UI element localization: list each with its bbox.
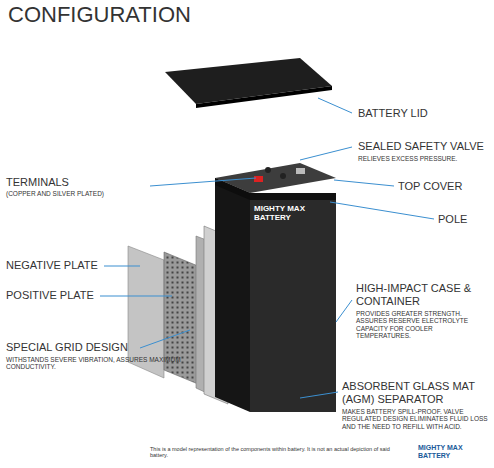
part-name: HIGH-IMPACT CASE & CONTAINER	[356, 282, 492, 307]
part-name: SPECIAL GRID DESIGN	[6, 341, 140, 354]
part-note: (COPPER AND SILVER PLATED)	[6, 190, 150, 197]
leader-line	[150, 178, 256, 186]
part-name: SEALED SAFETY VALVE	[358, 140, 492, 153]
leader-line	[140, 330, 190, 348]
safety-valve	[280, 173, 286, 179]
footnote: This is a model representation of the co…	[150, 446, 400, 459]
part-name: BATTERY LID	[358, 107, 490, 120]
lid-edge	[196, 86, 332, 108]
part-name: ABSORBENT GLASS MAT (AGM) SEPARATOR	[342, 380, 490, 405]
leader-line	[334, 180, 394, 186]
leader-line	[100, 296, 172, 297]
leader-line	[300, 147, 352, 160]
top-cover-edge	[215, 178, 250, 200]
positive-plate	[164, 252, 198, 384]
leader-line	[104, 266, 140, 267]
terminal-positive	[254, 176, 263, 182]
case-side	[215, 178, 250, 412]
case-front	[250, 193, 336, 412]
brand-text: MIGHTY MAX BATTERY	[254, 204, 332, 222]
part-name: POLE	[438, 213, 490, 226]
part-name: NEGATIVE PLATE	[6, 259, 104, 272]
part-name: TERMINALS	[6, 176, 146, 189]
part-note: RELIEVES EXCESS PRESSURE.	[358, 155, 492, 162]
top-cover-front	[250, 193, 336, 200]
part-note: PROVIDES GREATER STRENGTH. ASSURES RESER…	[356, 310, 488, 340]
part-note: WITHSTANDS SEVERE VIBRATION, ASSURES MAX…	[6, 356, 206, 371]
leader-line	[300, 392, 338, 398]
part-note: MAKES BATTERY SPILL-PROOF. VALVE REGULAT…	[342, 408, 490, 430]
diagram-title: CONFIGURATION	[8, 2, 308, 27]
safety-valve	[265, 167, 271, 173]
leader-line	[336, 300, 352, 322]
part-name: TOP COVER	[398, 180, 490, 193]
brand-logo: MIGHTY MAX BATTERY	[418, 444, 488, 460]
leader-line	[330, 202, 434, 219]
terminal-negative	[296, 168, 305, 174]
leader-line	[318, 98, 352, 113]
part-name: POSITIVE PLATE	[6, 289, 104, 302]
